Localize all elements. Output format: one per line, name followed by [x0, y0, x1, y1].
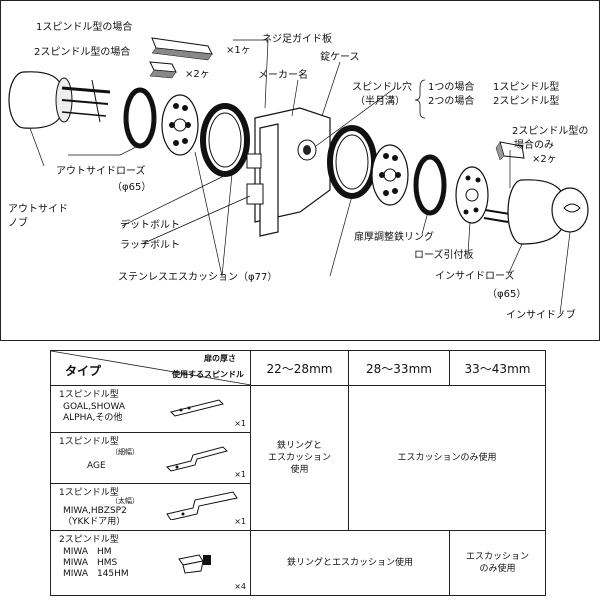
- brand-line: （YKKドア用）: [63, 517, 126, 527]
- spindle-hole-label: スピンドル穴: [352, 80, 412, 93]
- one-case-label: 1つの場合: [428, 80, 474, 93]
- two-spindle-only-label-1: 2スピンドル型の: [512, 124, 588, 137]
- inside-rose-dia-label: （φ65）: [487, 288, 526, 300]
- one-spindle-case-label: 1スピンドル型の場合: [36, 20, 132, 33]
- maker-name-label: メーカー名: [258, 68, 308, 81]
- type-name: 1スピンドル型: [59, 437, 119, 447]
- stainless-escutcheon-label: ステンレスエスカッション（φ77）: [118, 271, 277, 283]
- type-row-2: 1スピンドル型 （細幅） AGE ×1: [50, 432, 251, 484]
- cell-line: エスカッション: [267, 453, 331, 463]
- spindle-wide-icon: [166, 491, 238, 520]
- brand-line: AGE: [87, 461, 106, 471]
- screw-guide-plate: [161, 94, 199, 156]
- outside-rose-label: アウトサイドローズ: [56, 164, 146, 177]
- double-spindle-part: [149, 61, 177, 79]
- quantity: ×1: [234, 419, 246, 428]
- brand-line: MIWA 145HM: [63, 569, 129, 579]
- outside-knob-label-1: アウトサイド: [8, 203, 68, 215]
- two-spindle-only-label-2: 場合のみ: [514, 138, 554, 151]
- spindle-narrow-icon: [166, 446, 228, 472]
- screw-guide-plate-label: ネジ足ガイド板: [262, 32, 332, 45]
- leader-lines: [29, 39, 571, 315]
- cell-line: のみ使用: [479, 564, 516, 574]
- brand-line: ALPHA,その他: [63, 413, 123, 423]
- mounting-screws: [483, 209, 511, 223]
- qty-two-right-label: ×2ヶ: [532, 154, 557, 165]
- spindle-spec-table: タイプ 扉の厚さ 使用するスピンドル 22〜28mm 28〜33mm 33〜43…: [50, 350, 546, 596]
- two-spindle-type-label: 2スピンドル型: [493, 94, 559, 107]
- type-row-3: 1スピンドル型 （太幅） MIWA,HBZSP2 （YKKドア用） ×1: [50, 483, 251, 531]
- cell-line: 使用: [290, 465, 309, 475]
- one-spindle-type-label: 1スピンドル型: [493, 80, 559, 93]
- cell-line: 鉄リングと: [276, 441, 322, 451]
- two-spindle-case-label: 2スピンドル型の場合: [34, 45, 130, 58]
- lock-case: [246, 107, 331, 237]
- qty-two-label: ×2ヶ: [185, 69, 210, 80]
- brand-line: GOAL,SHOWA: [63, 402, 126, 412]
- door-thickness-ring-plate: [371, 144, 409, 206]
- type-name: 1スピンドル型: [59, 488, 119, 498]
- type-name: 2スピンドル型: [59, 535, 119, 545]
- qty-one-label: ×1ヶ: [226, 45, 251, 56]
- exploded-lock-diagram: 1スピンドル型の場合 ×1ヶ 2スピンドル型の場合 ×2ヶ ネジ足ガイド板 メー…: [0, 0, 600, 341]
- two-spindle-first-cell: 鉄リングとエスカッション使用: [250, 530, 450, 596]
- corner-diagonal: [51, 351, 251, 385]
- quantity: ×1: [234, 517, 246, 526]
- steel-ring: [413, 154, 447, 216]
- latch-bolt-label: ラッチボルト: [120, 239, 180, 251]
- outside-knob-label-2: ノブ: [8, 216, 28, 229]
- quantity: ×4: [234, 582, 246, 591]
- type-header: タイプ: [65, 364, 102, 378]
- type-row-4: 2スピンドル型 MIWA HM MIWA HMS MIWA 145HM ×4: [50, 530, 251, 596]
- lock-case-label: 錠ケース: [320, 50, 360, 63]
- rose-plate: [455, 166, 489, 224]
- spindle-used-header: 使用するスピンドル: [172, 370, 244, 379]
- door-thickness-ring-label: 扉厚調整鉄リング: [354, 230, 434, 243]
- half-moon-groove-label: （半月溝）: [355, 94, 405, 107]
- outside-rose: [123, 87, 157, 149]
- cell-line: エスカッション: [465, 552, 529, 562]
- range-header-2: 28〜33mm: [348, 350, 450, 386]
- door-thickness-header: 扉の厚さ: [204, 354, 236, 363]
- spindle-double-icon: [178, 554, 211, 574]
- two-spindle-last-cell: エスカッション のみ使用: [449, 530, 546, 596]
- outside-knob: [8, 71, 111, 129]
- brand-line: MIWA HMS: [63, 558, 118, 568]
- spindle-piece-right: [495, 141, 525, 161]
- type-row-1: 1スピンドル型 GOAL,SHOWA ALPHA,その他 ×1: [50, 385, 251, 433]
- inside-knob: [507, 179, 589, 245]
- table-corner-header: タイプ 扉の厚さ 使用するスピンドル: [50, 350, 251, 386]
- stainless-escutcheon: [200, 103, 250, 177]
- brand-line: MIWA HM: [63, 547, 112, 557]
- type-subtitle: （細幅）: [111, 448, 139, 456]
- bracket: [414, 79, 426, 119]
- range-header-1: 22〜28mm: [250, 350, 349, 386]
- type-name: 1スピンドル型: [59, 390, 119, 400]
- spindle-thin-icon: [170, 399, 224, 417]
- inside-knob-label: インサイドノブ: [506, 308, 576, 321]
- inside-escutcheon: [327, 125, 377, 199]
- single-spindle-part: [151, 37, 213, 61]
- one-spindle-rest-cell: エスカッションのみ使用: [348, 385, 546, 531]
- outside-rose-dia-label: （φ65）: [112, 181, 151, 193]
- one-spindle-first-range-cell: 鉄リングと エスカッション 使用: [250, 385, 349, 531]
- dead-bolt-label: デットボルト: [120, 218, 180, 231]
- quantity: ×1: [234, 470, 246, 479]
- range-header-3: 33〜43mm: [449, 350, 546, 386]
- rose-plate-label: ローズ引付板: [414, 248, 474, 261]
- inside-rose-label: インサイドローズ: [435, 269, 515, 282]
- type-subtitle: （太幅）: [111, 497, 139, 505]
- two-case-label: 2つの場合: [428, 94, 474, 107]
- brand-line: MIWA,HBZSP2: [63, 506, 127, 516]
